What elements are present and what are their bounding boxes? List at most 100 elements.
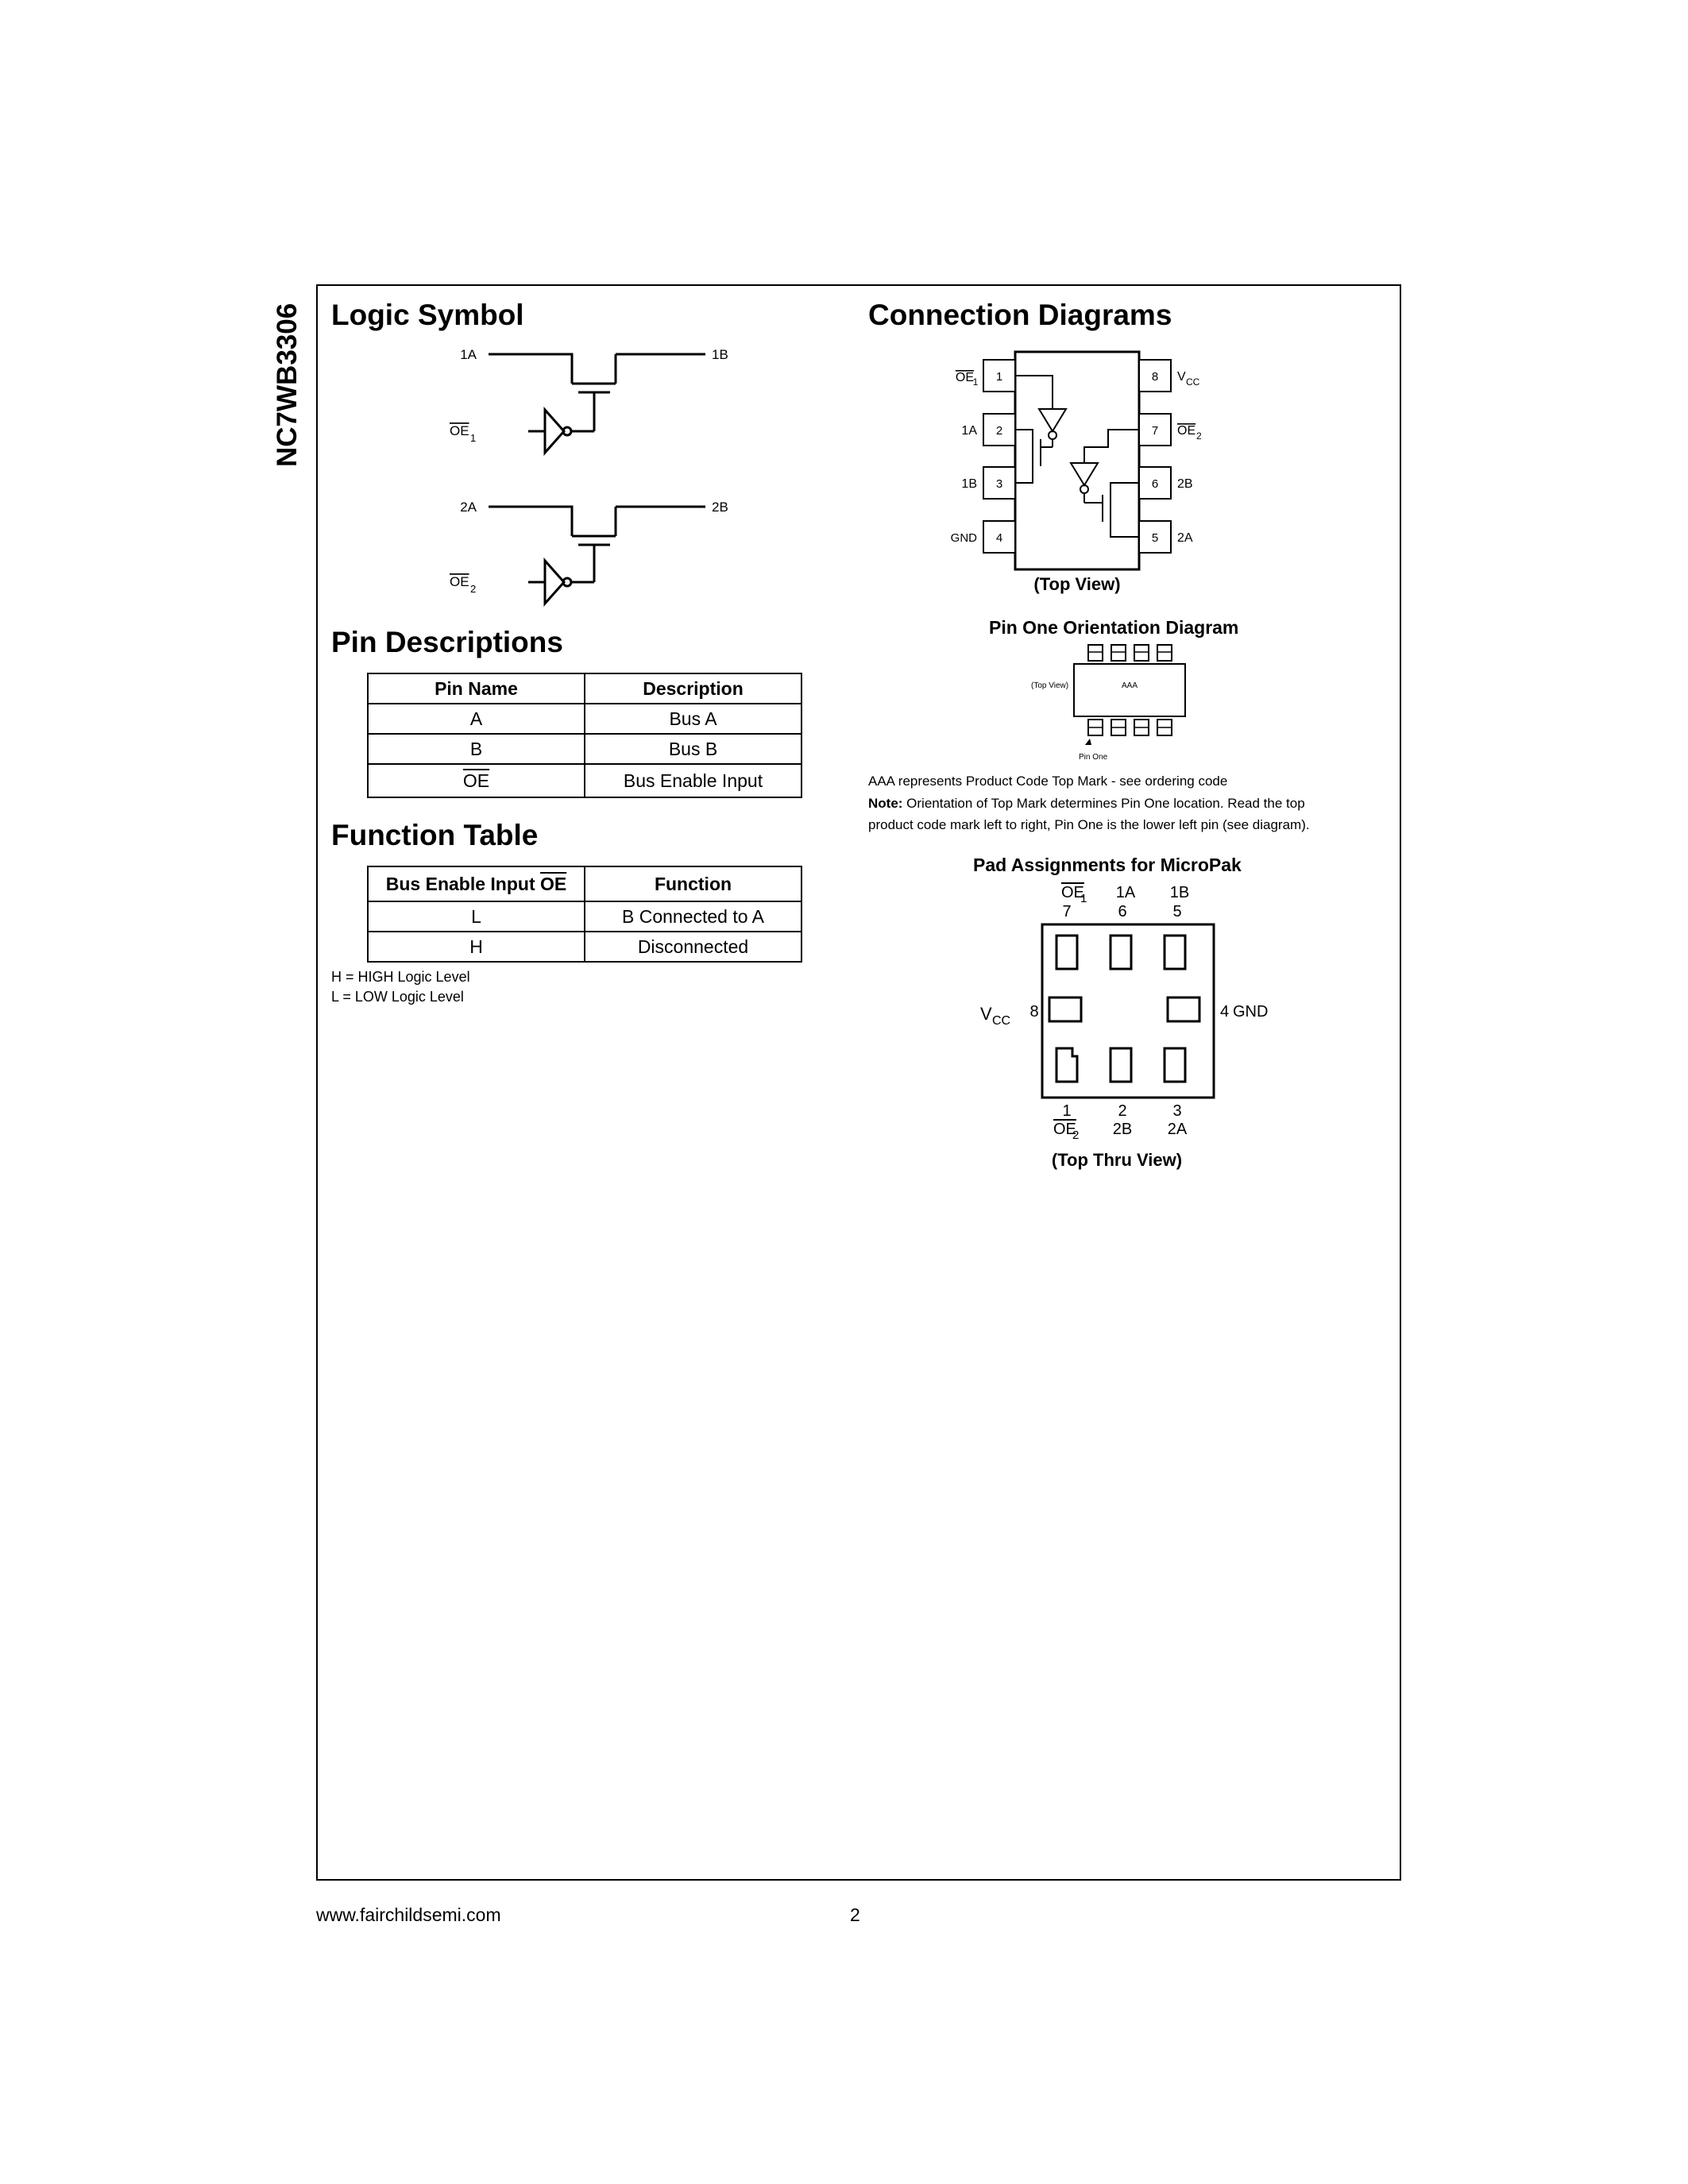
ch2-oe-subscript: 2 <box>470 583 476 595</box>
function-cell: Disconnected <box>584 931 802 963</box>
pin8-name: V <box>1177 370 1186 384</box>
mp-top-pin5-num: 5 <box>1172 903 1181 920</box>
pin6-name: 2B <box>1177 477 1193 491</box>
mp-right-pin-num: 4 <box>1220 1003 1229 1021</box>
connection-diagram: OE 1 1 1A 2 1B 3 GND 4 8 V CC 7 OE 2 6 2… <box>951 350 1202 594</box>
pin2-name: 1A <box>961 424 977 438</box>
ch1-oe-label: OE <box>450 423 469 438</box>
col-header-bus-enable: Bus Enable Input OE <box>367 866 585 902</box>
col-header-function: Function <box>584 866 802 902</box>
footer-url[interactable]: www.fairchildsemi.com <box>316 1904 501 1925</box>
mp-right-pin-name: GND <box>1233 1003 1268 1021</box>
note-high: H = HIGH Logic Level <box>331 969 470 985</box>
pin8-num: 8 <box>1152 370 1158 384</box>
mp-bot-pin2-name: 2B <box>1113 1121 1132 1138</box>
micropak-title: Pad Assignments for MicroPak <box>973 855 1242 875</box>
col-header-description: Description <box>584 673 802 704</box>
orientation-note-line2: product code mark left to right, Pin One… <box>868 817 1310 832</box>
table-header-row: Bus Enable Input OE Function <box>367 866 802 902</box>
pin-descriptions-table: Pin Name Description A Bus A B Bus B OE … <box>367 673 802 798</box>
logic-symbol-diagram: 1A 1B OE 1 2A 2B OE 2 <box>450 347 728 607</box>
note-low: L = LOW Logic Level <box>331 989 464 1005</box>
pin-one-mark: AAA <box>1122 681 1138 690</box>
function-table: Bus Enable Input OE Function L B Connect… <box>367 866 802 963</box>
micropak-pad-diagram: OE 1 7 1A 6 1B 5 V CC 8 4 GND 1 OE 2 2 2… <box>980 884 1268 1170</box>
description-cell: Bus Enable Input <box>584 763 802 798</box>
function-table-heading: Function Table <box>331 819 539 851</box>
function-cell: B Connected to A <box>584 901 802 932</box>
mp-bot-pin3-name: 2A <box>1168 1121 1188 1138</box>
table-row: H Disconnected <box>367 931 802 963</box>
col-header-pin-name: Pin Name <box>367 673 585 704</box>
pin2-num: 2 <box>996 424 1002 438</box>
table-header-row: Pin Name Description <box>367 673 802 704</box>
bus-enable-header-oe: OE <box>540 873 567 894</box>
content-frame <box>316 284 1401 1881</box>
mp-top-pin6-name: 1A <box>1116 884 1136 901</box>
pin7-name: OE <box>1177 424 1196 438</box>
pin4-num: 4 <box>996 531 1002 545</box>
table-row: A Bus A <box>367 703 802 735</box>
ch2-a-label: 2A <box>460 500 477 515</box>
pin1-name: OE <box>956 371 974 384</box>
pin-one-arrow-icon <box>1085 739 1091 745</box>
connection-diagrams-heading: Connection Diagrams <box>868 299 1172 331</box>
description-cell: Bus A <box>584 703 802 735</box>
pin7-sub: 2 <box>1196 430 1202 442</box>
pin-descriptions-heading: Pin Descriptions <box>331 626 563 658</box>
pin7-num: 7 <box>1152 424 1158 438</box>
pin-name-cell: A <box>367 703 585 735</box>
top-thru-view-caption: (Top Thru View) <box>1052 1150 1182 1170</box>
pin4-name: GND <box>951 531 978 545</box>
table-row: OE Bus Enable Input <box>367 763 802 798</box>
function-table-notes: H = HIGH Logic Level L = LOW Logic Level <box>331 967 470 1007</box>
pin-one-label: Pin One <box>1079 753 1108 762</box>
part-number-vertical: NC7WB3306 <box>268 284 303 467</box>
ch1-oe-subscript: 1 <box>470 432 476 444</box>
pin3-name: 1B <box>961 477 977 491</box>
logic-symbol-heading: Logic Symbol <box>331 299 524 331</box>
pin-one-top-view-label: (Top View) <box>1031 681 1068 690</box>
top-mark-description: AAA represents Product Code Top Mark - s… <box>868 774 1228 789</box>
ch1-b-label: 1B <box>712 347 728 362</box>
input-cell: H <box>367 931 585 963</box>
pin-one-title: Pin One Orientation Diagram <box>989 617 1239 638</box>
mp-bot-pin3-num: 3 <box>1172 1102 1181 1120</box>
mp-bot-pin2-num: 2 <box>1118 1102 1126 1120</box>
bus-enable-header-text: Bus Enable Input <box>385 873 540 894</box>
pin-name-cell: OE <box>367 763 585 798</box>
pin-name-cell: B <box>367 733 585 765</box>
mp-left-pin-num: 8 <box>1029 1003 1038 1021</box>
table-row: L B Connected to A <box>367 901 802 932</box>
mp-bot-pin1-sub: 2 <box>1072 1129 1079 1142</box>
pin5-num: 5 <box>1152 531 1158 545</box>
ch2-b-label: 2B <box>712 500 728 515</box>
input-cell: L <box>367 901 585 932</box>
mp-bot-pin1-name: OE <box>1053 1121 1076 1138</box>
mp-bot-pin1-num: 1 <box>1062 1102 1071 1120</box>
mp-top-pin5-name: 1B <box>1170 884 1189 901</box>
pin8-sub: CC <box>1186 376 1200 388</box>
orientation-note-line1: Note: Orientation of Top Mark determines… <box>868 793 1305 814</box>
top-view-caption: (Top View) <box>1033 574 1120 594</box>
mp-left-pin-sub: CC <box>992 1014 1010 1028</box>
mp-top-pin7-name: OE <box>1061 884 1084 901</box>
mp-top-pin6-num: 6 <box>1118 903 1126 920</box>
pin3-num: 3 <box>996 477 1002 491</box>
mp-top-pin7-num: 7 <box>1062 903 1071 920</box>
description-cell: Bus B <box>584 733 802 765</box>
note-label: Note: <box>868 796 903 811</box>
mp-top-pin7-sub: 1 <box>1080 892 1087 905</box>
note-text-1: Orientation of Top Mark determines Pin O… <box>902 796 1305 811</box>
ch2-oe-label: OE <box>450 574 469 589</box>
mp-left-pin-name: V <box>980 1004 992 1024</box>
pin1-sub: 1 <box>973 376 979 388</box>
ch1-a-label: 1A <box>460 347 477 362</box>
pin-one-orientation-diagram: (Top View) AAA Pin One <box>1031 644 1186 762</box>
pin1-num: 1 <box>996 370 1002 384</box>
pin5-name: 2A <box>1177 531 1193 545</box>
part-number: NC7WB3306 <box>272 303 303 467</box>
oe-pin-name: OE <box>462 770 490 791</box>
page-number: 2 <box>850 1904 860 1925</box>
pin6-num: 6 <box>1152 477 1158 491</box>
